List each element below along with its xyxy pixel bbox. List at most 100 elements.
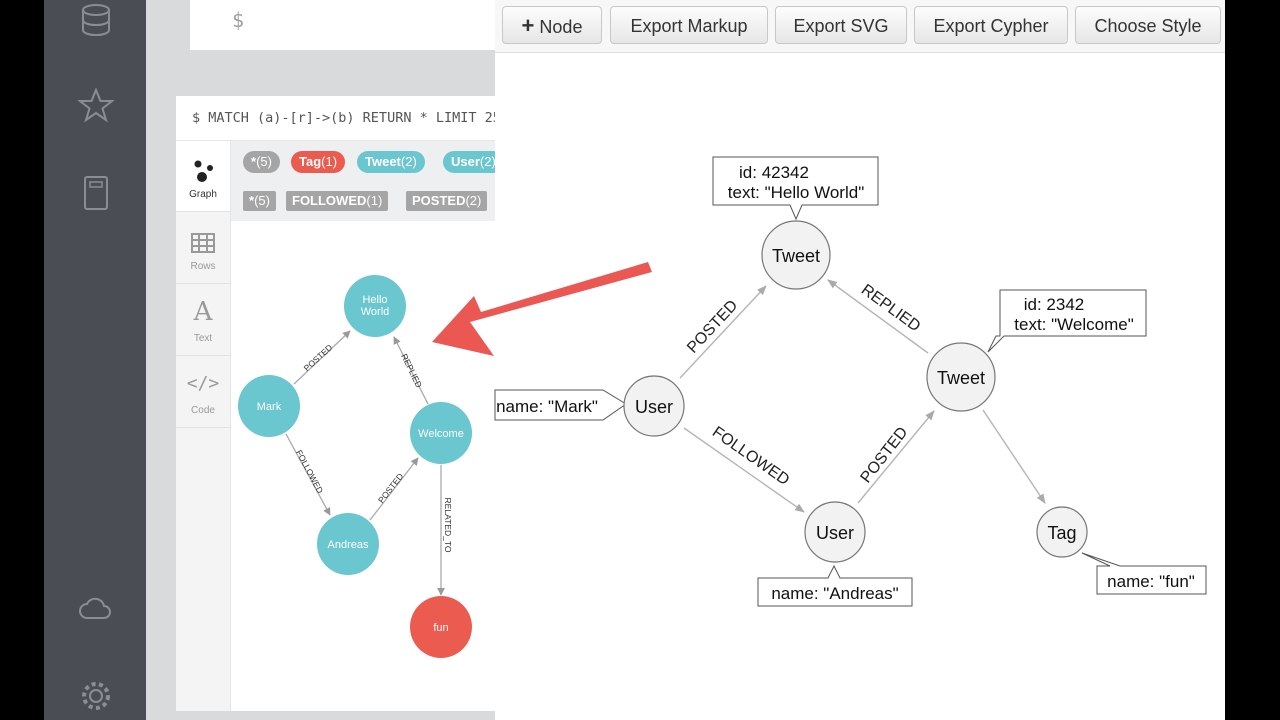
rel-line	[857, 410, 935, 504]
rel-line	[293, 330, 351, 385]
add-node-button[interactable]: + Node	[502, 6, 602, 44]
tab-rows[interactable]: Rows	[176, 213, 230, 284]
legend-count: (1)	[321, 154, 338, 169]
rel-line	[285, 433, 331, 516]
legend-name: *	[249, 193, 255, 208]
rel-label: POSTED	[858, 424, 912, 486]
rel-line	[369, 457, 419, 521]
add-node-label: Node	[539, 17, 583, 37]
property-balloon	[757, 564, 913, 607]
legend-name: POSTED	[412, 193, 466, 208]
graph-canvas[interactable]: POSTED REPLIED FOLLOWED POSTED RELATED_T…	[231, 141, 495, 711]
node[interactable]	[238, 375, 300, 437]
tab-graph-label: Graph	[189, 189, 217, 200]
property-balloon	[494, 389, 627, 421]
node-tweet[interactable]	[761, 220, 831, 290]
legend-rel-followed[interactable]: FOLLOWED(1)	[286, 191, 389, 211]
node-label: Tweet	[937, 368, 985, 388]
rel-label: RELATED_TO	[443, 498, 453, 553]
node-tag[interactable]	[1036, 506, 1088, 558]
cloud-icon[interactable]	[78, 592, 114, 628]
text-icon: A	[193, 297, 213, 327]
legend-count: (1)	[366, 193, 383, 208]
graph-svg: POSTED REPLIED FOLLOWED POSTED RELATED_T…	[238, 275, 472, 658]
property-text: id: 2342	[1024, 295, 1085, 314]
node-label: Mark	[257, 401, 282, 413]
graph-legend: *(5) Tag(1) Tweet(2) User(2) *(5) FOLLOW…	[231, 141, 504, 221]
node[interactable]	[344, 275, 406, 337]
legend-rel-all[interactable]: *(5)	[243, 191, 276, 211]
notebook-icon[interactable]	[78, 175, 114, 211]
gear-icon[interactable]	[78, 678, 114, 714]
legend-count: (2)	[400, 154, 417, 169]
node-label: User	[816, 523, 854, 543]
legend-name: User	[451, 154, 480, 169]
property-text: name: "Andreas"	[771, 584, 898, 603]
property-text: text: "Welcome"	[1014, 315, 1133, 334]
choose-style-button[interactable]: Choose Style	[1075, 6, 1221, 44]
tab-code-label: Code	[191, 405, 215, 416]
export-cypher-button[interactable]: Export Cypher	[914, 6, 1068, 44]
graph-icon	[194, 160, 213, 182]
view-nav: Graph Rows A Text </> Code	[176, 141, 231, 711]
query-editor[interactable]	[190, 0, 510, 50]
node[interactable]	[410, 402, 472, 464]
node-label: Andreas	[328, 539, 369, 551]
node[interactable]	[410, 596, 472, 658]
rel-line	[393, 336, 429, 405]
export-svg-button[interactable]: Export SVG	[775, 6, 907, 44]
red-callout-arrow	[432, 262, 652, 356]
node-tweet[interactable]	[926, 342, 996, 412]
legend-count: (5)	[254, 193, 270, 208]
rel-label: POSTED	[684, 297, 741, 357]
legend-label-user[interactable]: User(2)	[443, 151, 504, 173]
node-label-line: Hello	[362, 294, 387, 306]
property-text: id: 42342	[739, 163, 809, 182]
rel-line	[679, 285, 767, 379]
tab-code[interactable]: </> Code	[176, 357, 230, 428]
tab-graph[interactable]: Graph	[176, 141, 230, 212]
node-user[interactable]	[623, 375, 685, 437]
editor-prompt: $	[232, 8, 245, 32]
rel-line	[982, 409, 1046, 504]
property-balloon	[1081, 552, 1207, 595]
frame-header	[176, 96, 496, 141]
legend-label-tag[interactable]: Tag(1)	[291, 151, 346, 173]
legend-count: (2)	[479, 154, 496, 169]
node-label: User	[635, 397, 673, 417]
legend-name: FOLLOWED	[292, 193, 367, 208]
legend-label-all[interactable]: *(5)	[243, 151, 280, 173]
property-text: name: "fun"	[1107, 572, 1195, 591]
frame-query[interactable]: $ MATCH (a)-[r]->(b) RETURN * LIMIT 25	[192, 110, 501, 126]
node-label: fun	[433, 622, 448, 634]
node-label: Tweet	[772, 246, 820, 266]
property-balloon	[987, 289, 1147, 353]
code-icon: </>	[186, 373, 220, 394]
database-icon[interactable]	[78, 2, 114, 38]
legend-name: *	[251, 154, 257, 169]
node-label: Welcome	[418, 428, 464, 440]
node-user[interactable]	[804, 501, 866, 563]
legend-count: (2)	[465, 193, 482, 208]
property-text: text: "Hello World"	[728, 183, 864, 202]
tab-text-label: Text	[193, 333, 213, 344]
node[interactable]	[317, 513, 379, 575]
tab-text[interactable]: A Text	[176, 285, 230, 356]
app-sidebar	[44, 0, 146, 720]
export-markup-button[interactable]: Export Markup	[610, 6, 768, 44]
property-balloon	[712, 156, 879, 221]
plus-icon: +	[521, 13, 535, 38]
rel-label: FOLLOWED	[709, 424, 792, 489]
star-icon[interactable]	[78, 88, 114, 124]
property-text: name: "Mark"	[496, 397, 598, 416]
node-label: Tag	[1047, 523, 1076, 543]
rel-line	[683, 427, 805, 513]
legend-rel-posted[interactable]: POSTED(2)	[406, 191, 488, 211]
rel-line	[827, 279, 929, 354]
legend-count: (5)	[256, 154, 272, 169]
table-icon	[191, 233, 215, 253]
legend-label-tweet[interactable]: Tweet(2)	[357, 151, 425, 173]
arrows-toolbar: + Node Export Markup Export SVG Export C…	[495, 0, 1225, 53]
